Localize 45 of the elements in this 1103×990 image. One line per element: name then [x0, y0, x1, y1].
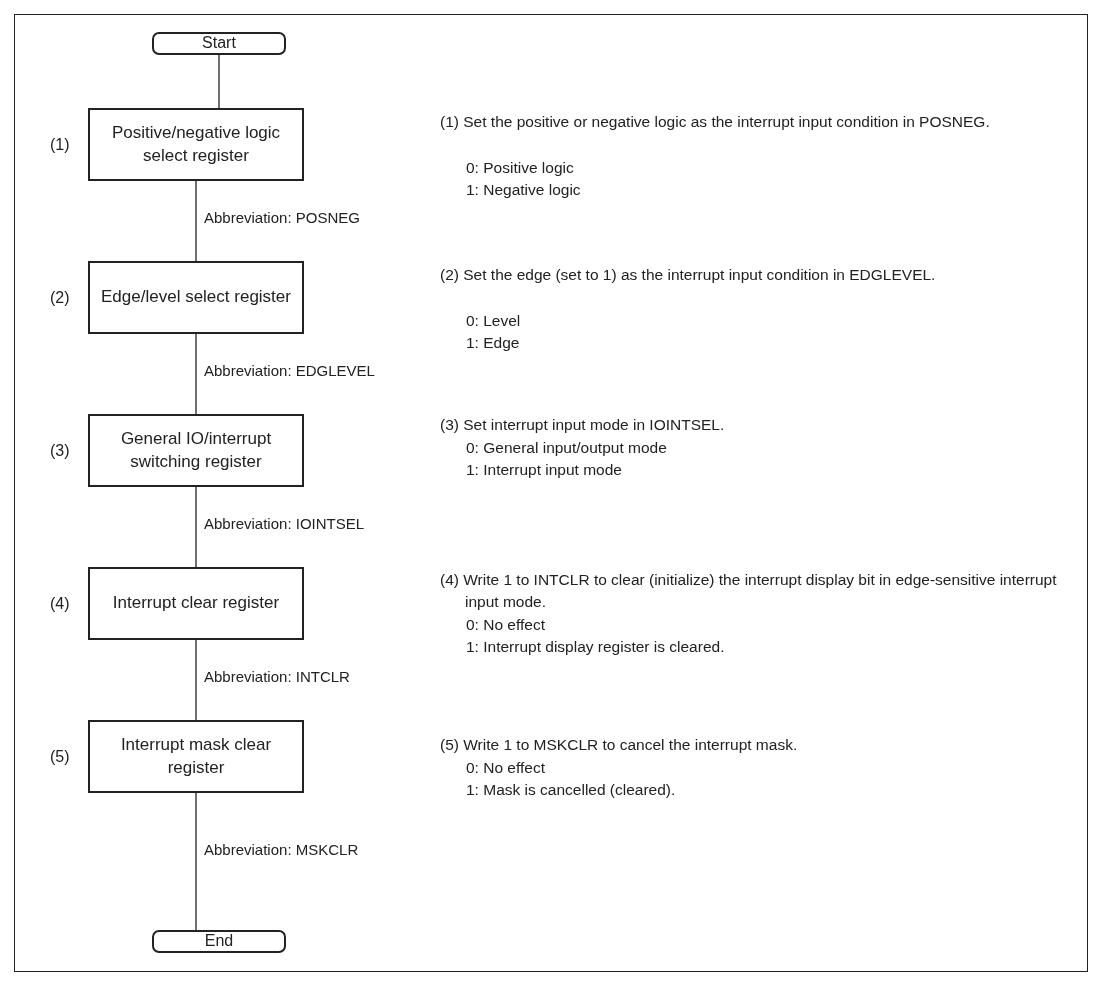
- connector-line: [195, 792, 197, 931]
- edge-label: Abbreviation: IOINTSEL: [204, 515, 365, 531]
- connector-line: [218, 54, 220, 109]
- step-number: (5): [50, 748, 70, 765]
- step-number: (3): [50, 442, 70, 459]
- edge-label: Abbreviation: MSKCLR: [204, 842, 359, 858]
- connector-line: [195, 333, 197, 415]
- edge-label: Abbreviation: POSNEG: [204, 209, 360, 225]
- edge-label: Abbreviation: INTCLR: [204, 668, 350, 684]
- edge-label: Abbreviation: EDGLEVEL: [204, 362, 375, 378]
- terminal-box: [152, 32, 286, 55]
- note-text: 1: Negative logic: [466, 180, 582, 200]
- note-text: 0: Positive logic: [466, 158, 575, 178]
- step-number: (1): [50, 136, 70, 153]
- step-number: (2): [50, 289, 70, 306]
- note-text: (1) Set the positive or negative logic as the interrupt input condition in POSNEG.: [440, 112, 991, 132]
- terminal-box: [152, 930, 286, 953]
- note-text: 1: Mask is cancelled (cleared).: [466, 780, 677, 800]
- note-text: (4) Write 1 to INTCLR to clear (initialize) the interrupt display bit in edge-sensitive interrupt input mode.: [440, 570, 1058, 612]
- note-text: 0: No effect: [466, 758, 546, 778]
- box-text: Positive/negative logic select register: [110, 122, 282, 167]
- note-text: 0: No effect: [466, 615, 546, 635]
- box-text: Interrupt mask clear register: [119, 734, 273, 779]
- note-text: 0: General input/output mode: [466, 438, 668, 458]
- box-text: Edge/level select register: [101, 286, 291, 309]
- process-box: [88, 567, 304, 640]
- process-box: [88, 261, 304, 334]
- note-text: 1: Interrupt input mode: [466, 460, 623, 480]
- process-box: [88, 108, 304, 181]
- connector-line: [195, 180, 197, 262]
- note-text: (2) Set the edge (set to 1) as the interrupt input condition in EDGLEVEL.: [440, 265, 937, 285]
- note-text: (5) Write 1 to MSKCLR to cancel the interrupt mask.: [440, 735, 799, 755]
- process-box: [88, 414, 304, 487]
- note-text: (3) Set interrupt input mode in IOINTSEL.: [440, 415, 726, 435]
- process-box: [88, 720, 304, 793]
- box-text: Interrupt clear register: [112, 592, 280, 615]
- step-number: (4): [50, 595, 70, 612]
- box-text: End: [204, 931, 234, 952]
- box-text: Start: [202, 33, 236, 54]
- note-text: 1: Interrupt display register is cleared.: [466, 637, 726, 657]
- connector-line: [195, 639, 197, 721]
- box-text: General IO/interrupt switching register: [119, 428, 273, 473]
- connector-line: [195, 486, 197, 568]
- note-text: 1: Edge: [466, 333, 521, 353]
- note-text: 0: Level: [466, 311, 522, 331]
